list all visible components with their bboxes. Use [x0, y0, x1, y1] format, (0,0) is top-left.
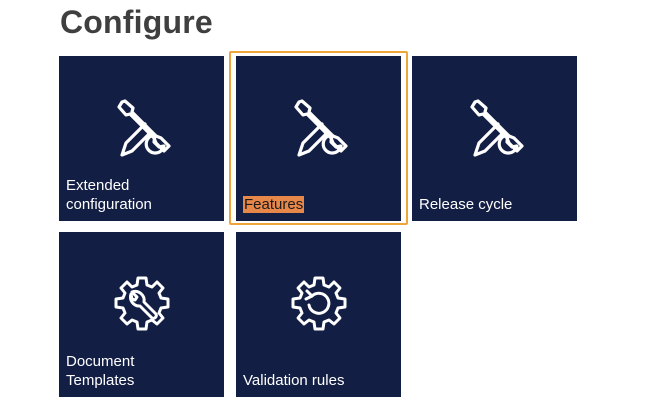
tile-validation-rules[interactable]: Validation rules — [236, 232, 401, 397]
page-title: Configure — [60, 4, 213, 40]
tile-label: Validation rules — [243, 372, 345, 389]
tile-label: Document Templates — [66, 353, 135, 389]
tools-icon — [116, 99, 171, 157]
tile-release-cycle[interactable]: Release cycle — [412, 56, 577, 221]
gear-refresh-icon — [291, 276, 346, 331]
tile-features[interactable]: Features — [236, 56, 401, 221]
tile-label: Release cycle — [419, 196, 513, 213]
tools-icon — [293, 99, 348, 157]
tile-extended-configuration[interactable]: Extended configuration — [59, 56, 224, 221]
tile-label: Features — [243, 196, 305, 213]
tile-label: Extended configuration — [66, 177, 152, 213]
tools-icon — [469, 99, 524, 157]
gear-wrench-icon — [114, 276, 169, 331]
tile-document-templates[interactable]: Document Templates — [59, 232, 224, 397]
